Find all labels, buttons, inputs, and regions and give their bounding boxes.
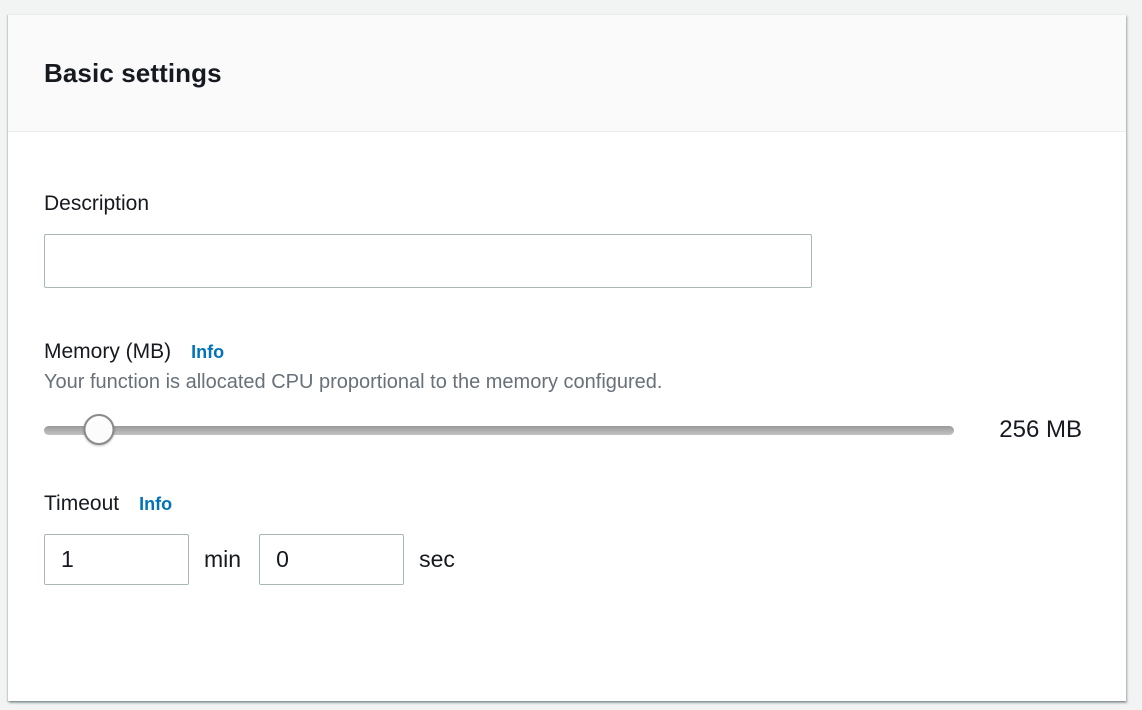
timeout-field: Timeout Info min sec (44, 492, 1082, 585)
timeout-minutes-unit: min (204, 546, 242, 572)
memory-slider-track[interactable] (44, 426, 954, 435)
timeout-inputs-row: min sec (44, 534, 1082, 585)
description-label: Description (44, 192, 150, 215)
timeout-seconds-unit: sec (419, 546, 455, 572)
description-field: Description (44, 192, 1082, 288)
memory-info-link[interactable]: Info (191, 342, 225, 362)
timeout-label: Timeout (44, 492, 120, 515)
description-input[interactable] (44, 234, 812, 288)
timeout-seconds-input[interactable] (259, 534, 405, 585)
basic-settings-panel: Basic settings Description Memory (MB) I… (8, 14, 1126, 701)
panel-header: Basic settings (8, 15, 1126, 132)
timeout-info-link[interactable]: Info (139, 494, 173, 514)
memory-slider[interactable] (44, 414, 954, 446)
memory-help-text: Your function is allocated CPU proportio… (44, 371, 663, 393)
timeout-minutes-input[interactable] (44, 534, 189, 585)
memory-field: Memory (MB) Info Your function is alloca… (44, 340, 1082, 446)
panel-title: Basic settings (44, 57, 222, 88)
memory-value: 256 MB (999, 416, 1082, 443)
memory-label: Memory (MB) (44, 340, 172, 363)
panel-body: Description Memory (MB) Info Your functi… (8, 132, 1126, 585)
memory-slider-handle[interactable] (83, 414, 115, 445)
memory-slider-row: 256 MB (44, 414, 1082, 446)
